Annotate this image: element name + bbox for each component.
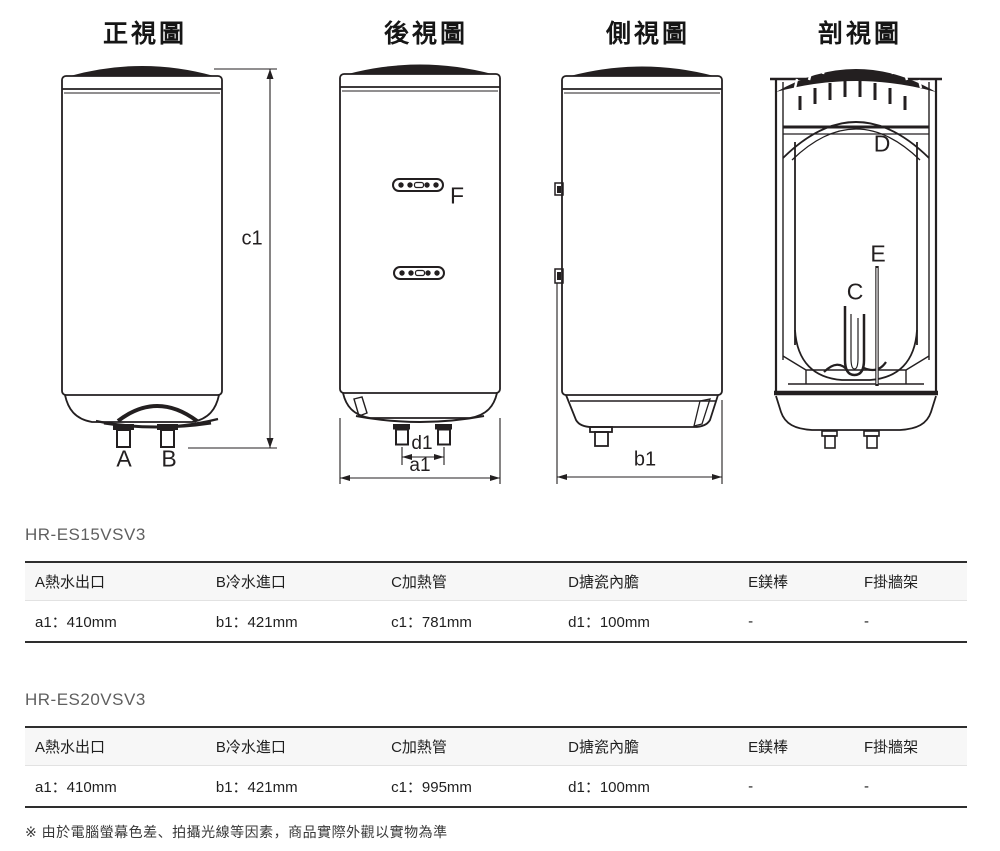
spec-header-cell: C加熱管 (381, 727, 559, 766)
spec-header-cell: E鎂棒 (738, 562, 854, 601)
spec-table-1: A熱水出口 B冷水進口 C加熱管 D搪瓷內膽 E鎂棒 F掛牆架 a1：410mm… (25, 561, 967, 643)
spec-header-cell: B冷水進口 (205, 727, 382, 766)
rear-view-drawing (339, 64, 501, 484)
spec-value-cell: c1：781mm (381, 600, 559, 642)
model-title-1: HR-ES15VSV3 (25, 525, 146, 544)
spec-value-cell: a1：410mm (25, 600, 206, 642)
section-label-d: D (873, 130, 891, 157)
spec-header-cell: D搪瓷內膽 (558, 727, 739, 766)
spec-header-cell: D搪瓷內膽 (558, 562, 739, 601)
spec-header-cell: A熱水出口 (25, 727, 206, 766)
section-label-e: E (870, 240, 886, 267)
spec-table-1-value-row: a1：410mm b1：421mm c1：781mm d1：100mm - - (25, 600, 967, 642)
front-view-title: 正視圖 (102, 20, 188, 48)
spec-header-cell: B冷水進口 (205, 562, 382, 601)
spec-table-2: A熱水出口 B冷水進口 C加熱管 D搪瓷內膽 E鎂棒 F掛牆架 a1：410mm… (25, 726, 967, 808)
front-label-a: A (116, 445, 132, 472)
section-view-title: 剖視圖 (817, 20, 903, 48)
rear-dim-a1: a1 (409, 455, 431, 476)
spec-value-cell: d1：100mm (558, 765, 739, 807)
spec-value-cell: - (853, 765, 967, 807)
front-dim-c1: c1 (241, 227, 263, 250)
spec-value-cell: c1：995mm (381, 765, 559, 807)
spec-value-cell: a1：410mm (25, 765, 206, 807)
footnote: ※ 由於電腦螢幕色差、拍攝光線等因素，商品實際外觀以實物為準 (25, 824, 448, 840)
spec-header-cell: F掛牆架 (853, 727, 967, 766)
spec-table-2-header-row: A熱水出口 B冷水進口 C加熱管 D搪瓷內膽 E鎂棒 F掛牆架 (25, 727, 967, 766)
spec-value-cell: d1：100mm (558, 600, 739, 642)
spec-value-cell: b1：421mm (205, 765, 382, 807)
rear-label-f: F (449, 182, 465, 209)
spec-header-cell: F掛牆架 (853, 562, 967, 601)
section-label-c: C (846, 278, 864, 305)
spec-value-cell: - (853, 600, 967, 642)
rear-dim-d1: d1 (411, 433, 433, 454)
front-view-drawing (61, 66, 277, 449)
model-title-2: HR-ES20VSV3 (25, 690, 146, 709)
spec-table-1-header-row: A熱水出口 B冷水進口 C加熱管 D搪瓷內膽 E鎂棒 F掛牆架 (25, 562, 967, 601)
spec-value-cell: b1：421mm (205, 600, 382, 642)
spec-value-cell: - (738, 600, 854, 642)
spec-value-cell: - (738, 765, 854, 807)
spec-header-cell: C加熱管 (381, 562, 559, 601)
front-label-b: B (161, 445, 177, 472)
side-dim-b1: b1 (633, 448, 657, 471)
spec-table-2-value-row: a1：410mm b1：421mm c1：995mm d1：100mm - - (25, 765, 967, 807)
section-view-drawing (770, 51, 942, 449)
spec-header-cell: E鎂棒 (738, 727, 854, 766)
spec-header-cell: A熱水出口 (25, 562, 206, 601)
rear-view-title: 後視圖 (383, 20, 469, 48)
side-view-title: 側視圖 (605, 20, 691, 48)
side-view-drawing (554, 66, 723, 484)
